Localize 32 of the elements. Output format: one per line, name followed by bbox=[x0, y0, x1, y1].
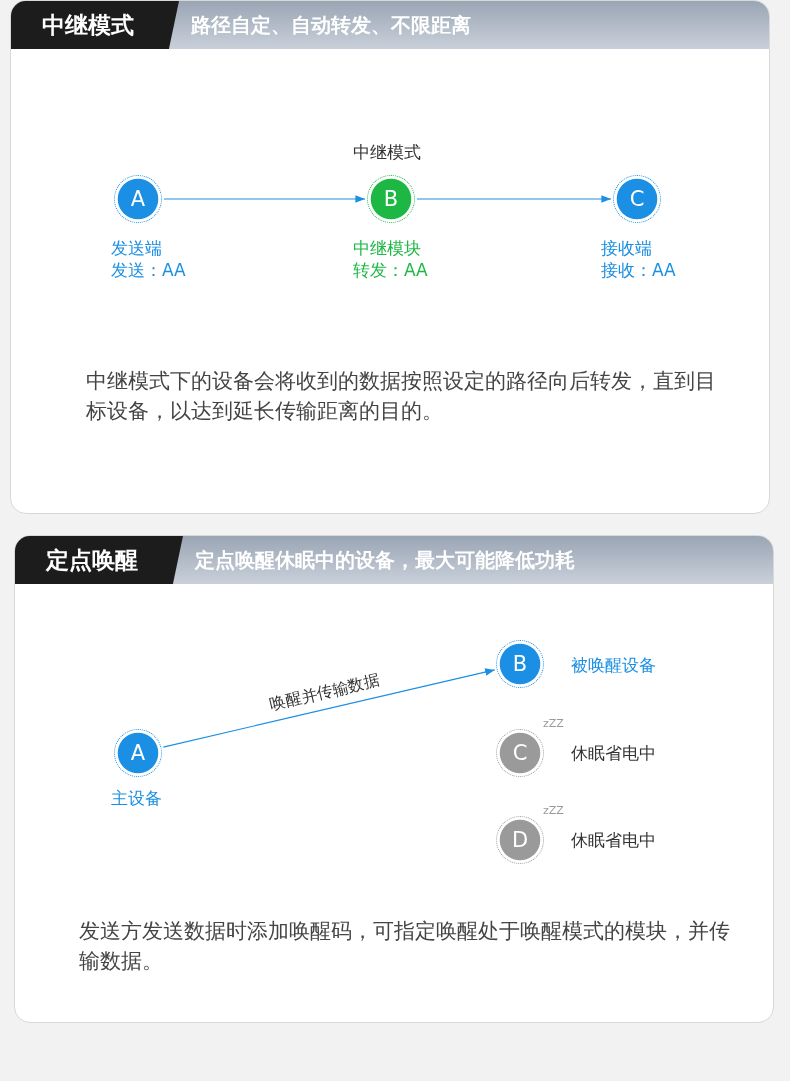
device-caption: 转发：AA bbox=[353, 259, 428, 281]
arrow bbox=[416, 195, 612, 203]
device-caption: 休眠省电中 bbox=[571, 742, 656, 764]
device-circle: C bbox=[613, 175, 661, 223]
device-circle: B bbox=[496, 640, 544, 688]
sleep-mark: zZZ bbox=[543, 717, 564, 730]
device-circle: A bbox=[114, 729, 162, 777]
device-caption: 发送：AA bbox=[111, 259, 186, 281]
arrow bbox=[163, 195, 366, 203]
device-caption: 休眠省电中 bbox=[571, 829, 656, 851]
device-circle: A bbox=[114, 175, 162, 223]
section-subtitle: 路径自定、自动转发、不限距离 bbox=[191, 12, 471, 39]
card-background bbox=[10, 0, 770, 514]
description-text: 发送方发送数据时添加唤醒码，可指定唤醒处于唤醒模式的模块，并传输数据。 bbox=[79, 918, 731, 975]
description-text: 中继模式下的设备会将收到的数据按照设定的路径向后转发，直到目标设备，以达到延长传输距离的目的。 bbox=[86, 368, 717, 425]
device-circle: B bbox=[367, 175, 415, 223]
arrow bbox=[162, 668, 496, 748]
section-title: 定点唤醒 bbox=[15, 536, 183, 584]
device-caption: 接收：AA bbox=[601, 259, 676, 281]
device-caption: 接收端 bbox=[601, 237, 652, 259]
device-caption: 中继模式 bbox=[353, 141, 421, 163]
card-background bbox=[14, 535, 774, 1023]
device-caption: 发送端 bbox=[111, 237, 162, 259]
device-caption: 被唤醒设备 bbox=[571, 654, 656, 676]
device-circle: C bbox=[496, 729, 544, 777]
edge-label: 唤醒并传输数据 bbox=[268, 669, 383, 716]
sleep-mark: zZZ bbox=[543, 804, 564, 817]
device-caption: 中继模块 bbox=[353, 237, 421, 259]
section-subtitle: 定点唤醒休眠中的设备，最大可能降低功耗 bbox=[195, 547, 575, 574]
device-caption: 主设备 bbox=[111, 787, 162, 809]
device-circle: D bbox=[496, 816, 544, 864]
section-title: 中继模式 bbox=[11, 1, 179, 49]
